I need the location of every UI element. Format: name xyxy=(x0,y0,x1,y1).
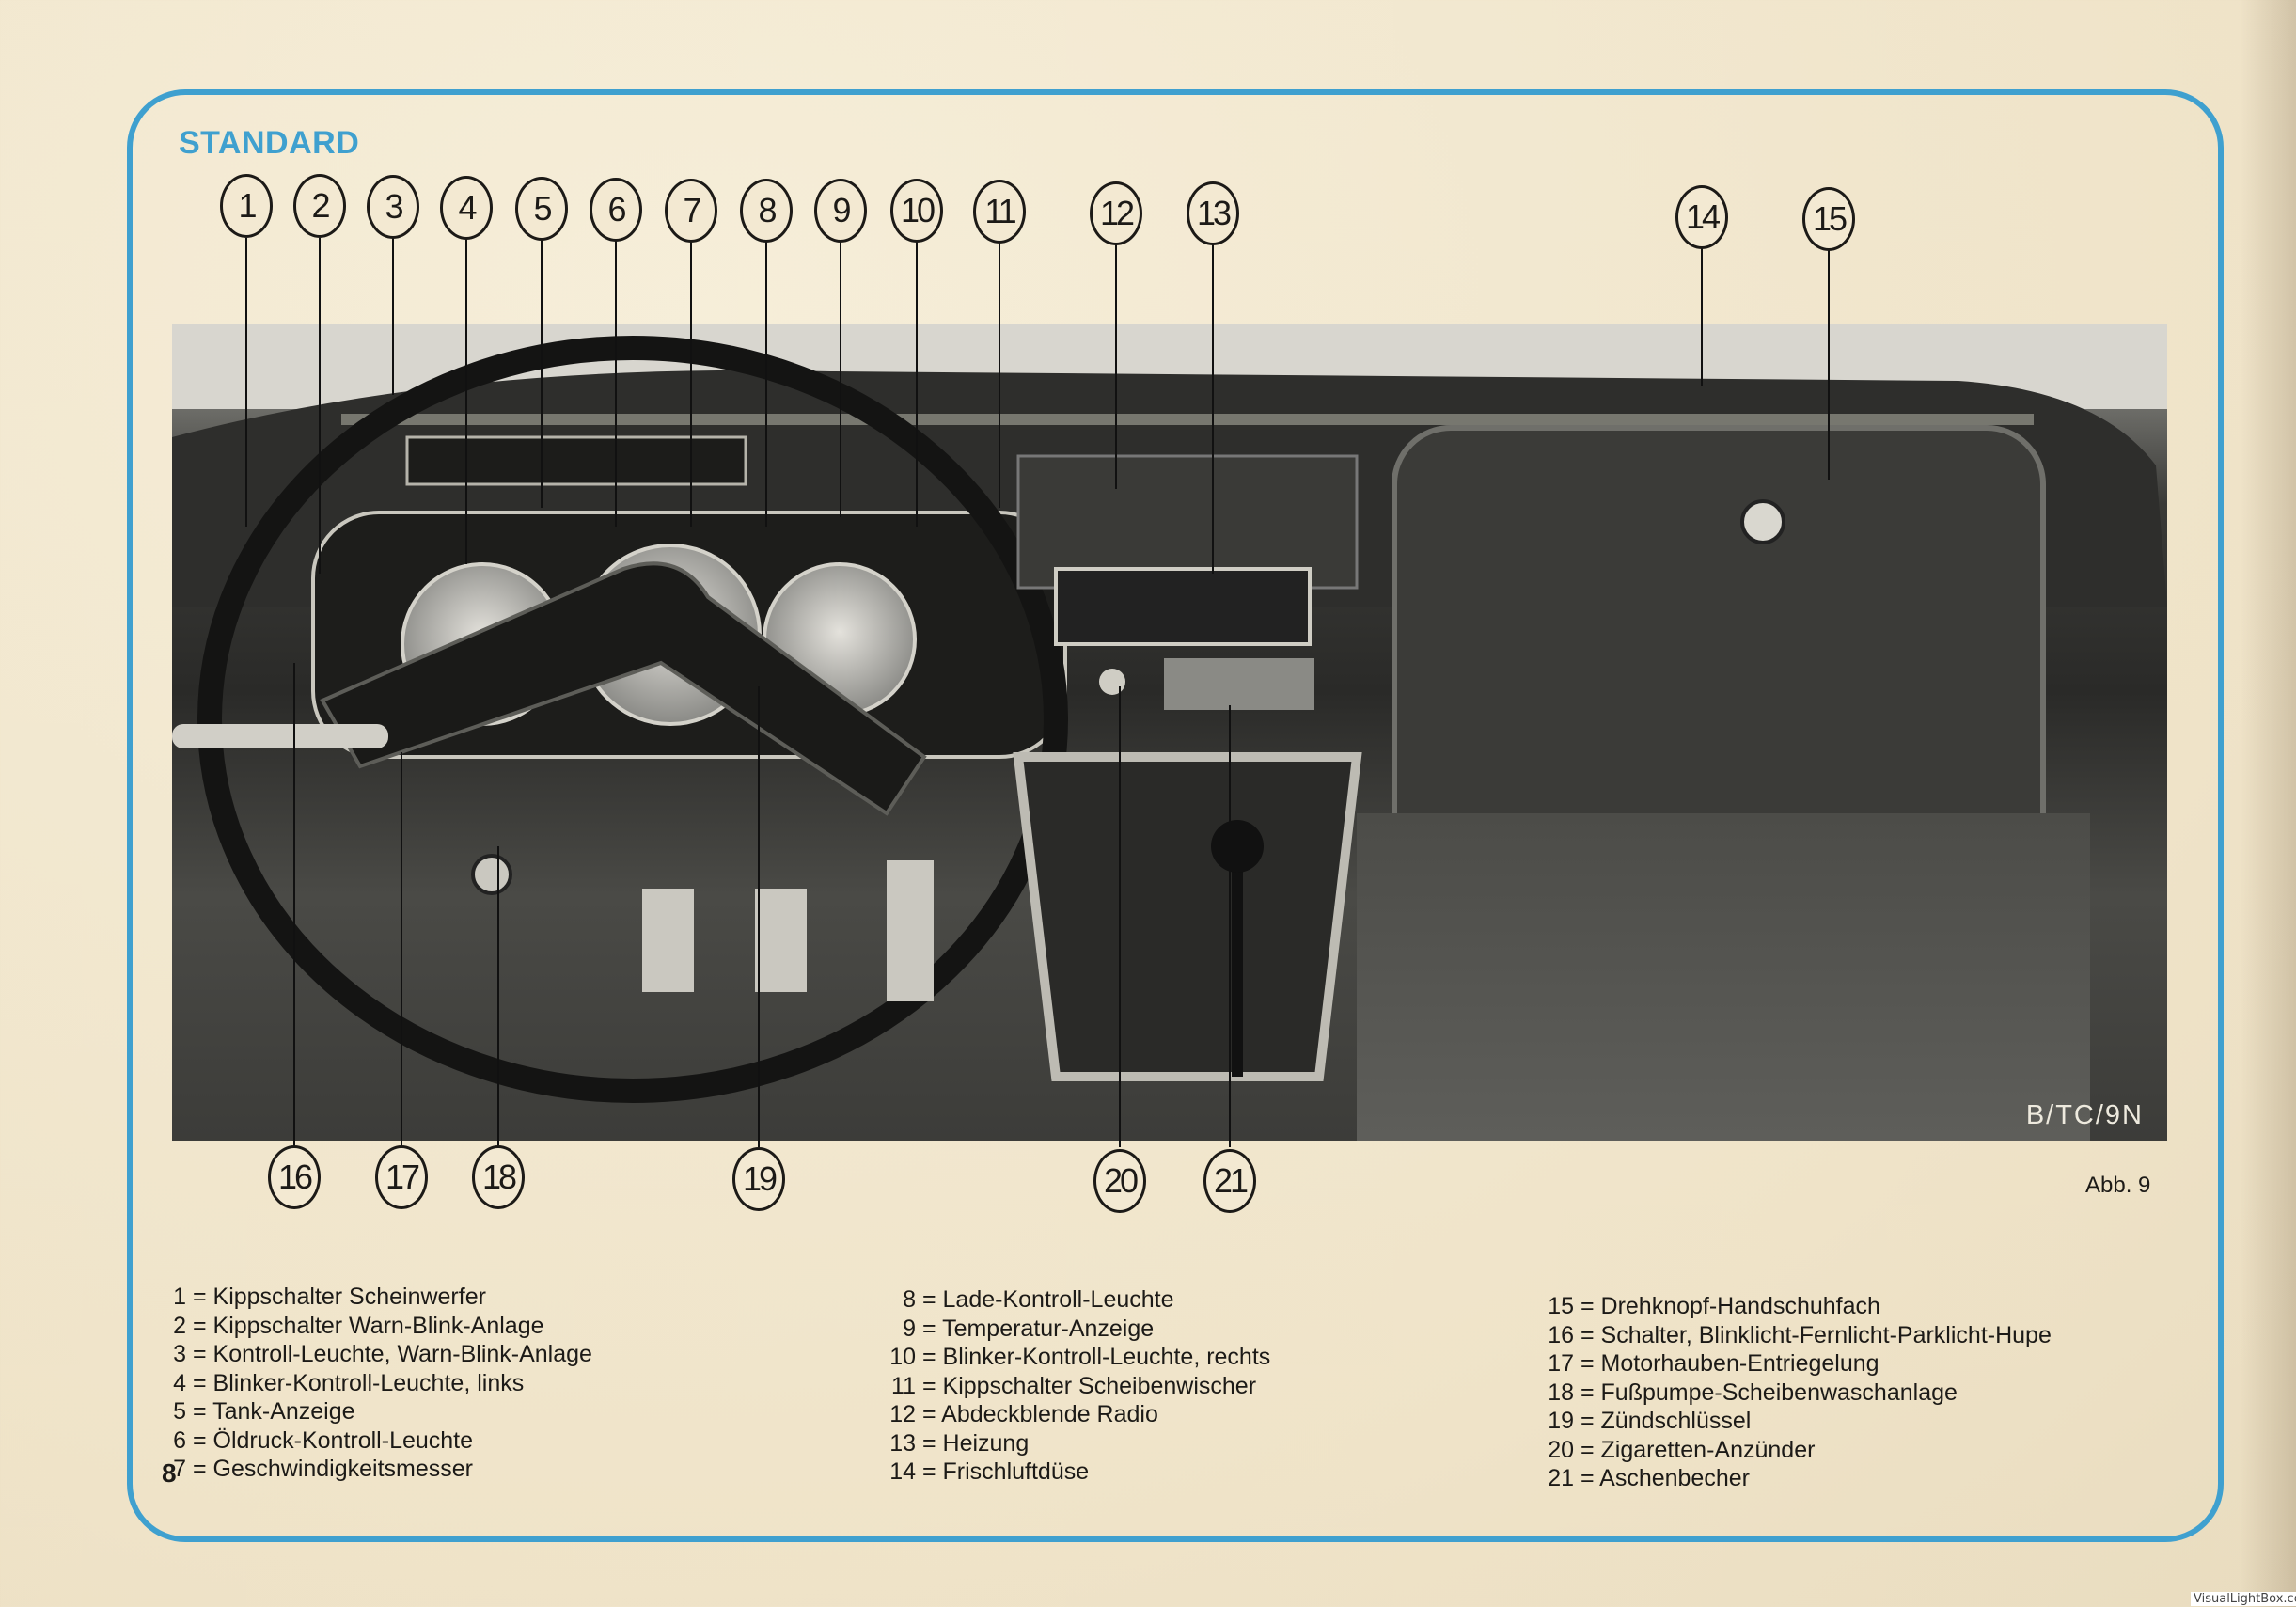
legend-item: 15 = Drehknopf-Handschuhfach xyxy=(1548,1293,1880,1319)
leader-line xyxy=(765,238,767,527)
legend-item: 3 = Kontroll-Leuchte, Warn-Blink-Anlage xyxy=(173,1341,592,1367)
callout-14: 14 xyxy=(1675,185,1728,249)
figure-caption: Abb. 9 xyxy=(2085,1173,2151,1198)
glove-box-knob xyxy=(1740,499,1785,544)
photo-code: B/TC/9N xyxy=(2025,1100,2144,1130)
leader-line xyxy=(999,238,1000,508)
washer-foot-pump xyxy=(471,854,512,895)
callout-12: 12 xyxy=(1090,181,1142,245)
dashboard-illustration xyxy=(172,324,2167,1141)
leader-line xyxy=(1119,686,1121,1147)
leader-line xyxy=(401,752,402,1147)
legend-item: 18 = Fußpumpe-Scheibenwaschanlage xyxy=(1548,1379,1958,1406)
leader-line xyxy=(1701,244,1703,386)
leader-line xyxy=(392,238,394,395)
gear-lever xyxy=(1232,851,1243,1077)
brake-pedal xyxy=(755,889,807,992)
callout-17: 17 xyxy=(375,1145,428,1209)
leader-line xyxy=(1828,244,1830,480)
left-vent xyxy=(405,435,747,486)
legend-item: 2 = Kippschalter Warn-Blink-Anlage xyxy=(173,1312,544,1339)
callout-6: 6 xyxy=(590,178,642,242)
callout-20: 20 xyxy=(1093,1149,1146,1213)
leader-line xyxy=(465,238,467,564)
legend-item: 5 = Tank-Anzeige xyxy=(173,1398,355,1425)
watermark: VisualLightBox.com xyxy=(2191,1592,2296,1606)
heater-controls xyxy=(1054,567,1312,646)
leader-line xyxy=(758,686,760,1147)
legend-item: 4 = Blinker-Kontroll-Leuchte, links xyxy=(173,1369,525,1396)
legend-item: 7 = Geschwindigkeitsmesser xyxy=(173,1456,474,1482)
legend-item: 20 = Zigaretten-Anzünder xyxy=(1548,1436,1816,1463)
page-number: 8 xyxy=(162,1458,177,1488)
floor xyxy=(1357,813,2090,1141)
leader-line xyxy=(615,238,617,527)
callout-2: 2 xyxy=(293,174,346,238)
legend-item: 17 = Motorhauben-Entriegelung xyxy=(1548,1350,1879,1377)
legend-item: 21 = Aschenbecher xyxy=(1548,1465,1750,1491)
legend-item: 13 = Heizung xyxy=(889,1429,1030,1457)
legend-item: 14 = Frischluftdüse xyxy=(889,1458,1090,1485)
legend-item: 12 = Abdeckblende Radio xyxy=(889,1401,1158,1427)
callout-18: 18 xyxy=(472,1145,525,1209)
cigarette-lighter xyxy=(1099,669,1125,695)
leader-line xyxy=(1212,244,1214,574)
legend-column-2: 8 = Lade-Kontroll-Leuchte 9 = Temperatur… xyxy=(884,1285,1270,1487)
leader-line xyxy=(1115,244,1117,489)
callout-1: 1 xyxy=(220,174,273,238)
leader-line xyxy=(319,238,321,574)
leader-line xyxy=(245,238,247,527)
leader-line xyxy=(916,238,918,527)
steering-hub xyxy=(320,561,927,816)
legend-item: 10 = Blinker-Kontroll-Leuchte, rechts xyxy=(889,1344,1271,1370)
blue-frame xyxy=(127,89,2224,1542)
callout-8: 8 xyxy=(740,179,793,243)
callout-9: 9 xyxy=(814,179,867,243)
callout-19: 19 xyxy=(732,1147,785,1211)
legend-item: 9 = Temperatur-Anzeige xyxy=(903,1315,1155,1342)
legend-item: 16 = Schalter, Blinklicht-Fernlicht-Park… xyxy=(1548,1321,2052,1348)
legend-item: 6 = Öldruck-Kontroll-Leuchte xyxy=(173,1426,474,1454)
callout-10: 10 xyxy=(890,179,943,243)
callout-11: 11 xyxy=(973,180,1026,244)
center-console xyxy=(1013,752,1362,1081)
gear-knob xyxy=(1211,820,1264,873)
dash-trim xyxy=(341,414,2034,425)
callout-7: 7 xyxy=(665,179,717,243)
callout-5: 5 xyxy=(515,177,568,241)
legend-item: 8 = Lade-Kontroll-Leuchte xyxy=(903,1286,1174,1313)
callout-16: 16 xyxy=(268,1145,321,1209)
legend-column-3: 15 = Drehknopf-Handschuhfach 16 = Schalt… xyxy=(1542,1292,2052,1493)
ashtray xyxy=(1164,658,1314,710)
accelerator-pedal xyxy=(887,860,934,1001)
leader-line xyxy=(690,238,692,527)
legend-column-1: 1 = Kippschalter Scheinwerfer 2 = Kippsc… xyxy=(167,1283,592,1484)
leader-line xyxy=(840,238,841,517)
callout-21: 21 xyxy=(1203,1149,1256,1213)
callout-3: 3 xyxy=(367,175,419,239)
callout-15: 15 xyxy=(1802,187,1855,251)
callout-13: 13 xyxy=(1187,181,1239,245)
legend-item: 19 = Zündschlüssel xyxy=(1548,1408,1752,1434)
leader-line xyxy=(1229,705,1231,1147)
dashboard-photo: B/TC/9N xyxy=(172,324,2167,1141)
legend-item: 1 = Kippschalter Scheinwerfer xyxy=(173,1284,486,1310)
leader-line xyxy=(497,846,499,1147)
steering-wheel xyxy=(197,336,1068,1103)
turn-signal-stalk xyxy=(172,724,388,748)
legend-item: 11 = Kippschalter Scheibenwischer xyxy=(891,1372,1257,1399)
leader-line xyxy=(293,663,295,1147)
callout-4: 4 xyxy=(440,176,493,240)
section-heading: STANDARD xyxy=(179,125,360,161)
leader-line xyxy=(541,238,543,508)
clutch-pedal xyxy=(642,889,694,992)
page-edge-shadow xyxy=(2240,0,2296,1607)
